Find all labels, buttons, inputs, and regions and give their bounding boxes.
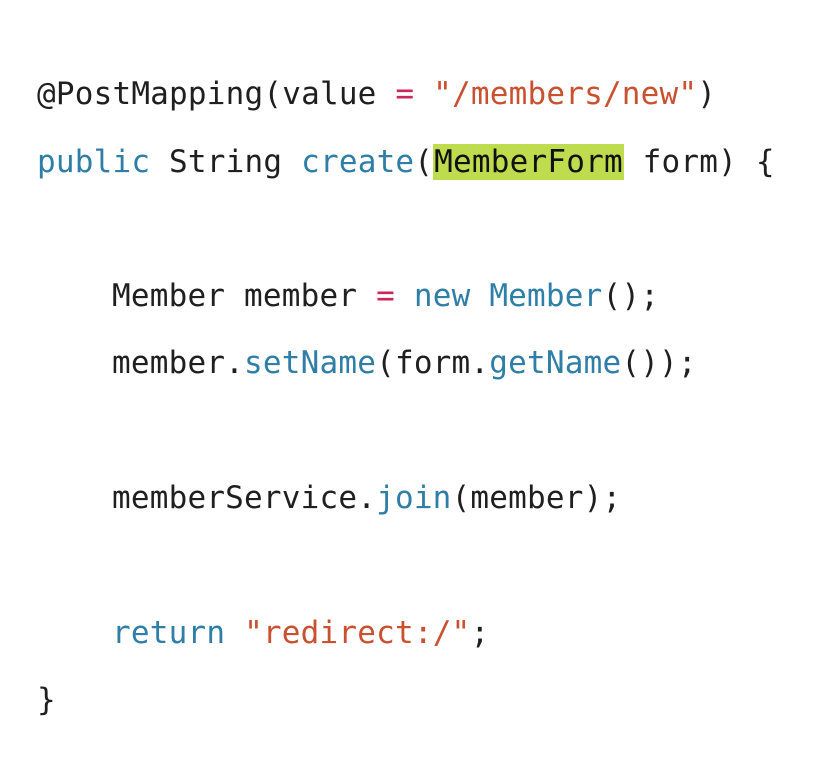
keyword-return: return <box>112 615 226 651</box>
annotation-postmapping: @PostMapping(value <box>37 76 396 112</box>
return-type-string: String <box>150 144 302 180</box>
method-create: create <box>301 144 415 180</box>
code-line-closing-brace: } <box>37 680 56 720</box>
equals-operator: = <box>395 76 415 112</box>
closing-paren: ) <box>697 76 717 112</box>
method-join: join <box>376 480 452 516</box>
path-string: "/members/new" <box>433 76 698 112</box>
memberservice-object: memberService. <box>112 480 377 516</box>
member-declaration: Member member <box>112 278 377 314</box>
join-args: (member); <box>451 480 622 516</box>
method-setname: setName <box>244 345 377 381</box>
code-line-setname: member.setName(form.getName()); <box>112 343 697 383</box>
constructor-member: Member <box>489 278 603 314</box>
closing-brace: } <box>37 682 56 718</box>
space <box>225 615 244 651</box>
space <box>414 76 433 112</box>
param-form: form) { <box>623 144 775 180</box>
ctor-tail: (); <box>602 278 660 314</box>
semicolon: ; <box>470 615 490 651</box>
keyword-public: public <box>37 144 151 180</box>
code-line-member-decl: Member member = new Member(); <box>112 276 659 316</box>
redirect-string: "redirect:/" <box>244 615 471 651</box>
highlighted-memberform: MemberForm <box>433 144 624 180</box>
code-line-return: return "redirect:/"; <box>112 613 489 653</box>
space <box>395 278 414 314</box>
keyword-new: new <box>413 278 471 314</box>
space <box>470 278 489 314</box>
equals-operator: = <box>376 278 395 314</box>
call-tail: ()); <box>621 345 697 381</box>
code-line-post-mapping: @PostMapping(value = "/members/new") <box>37 74 716 114</box>
code-line-join: memberService.join(member); <box>112 478 621 518</box>
method-getname: getName <box>489 345 622 381</box>
member-object: member. <box>112 345 245 381</box>
code-line-method-signature: public String create(MemberForm form) { <box>37 142 775 182</box>
form-object: (form. <box>376 345 490 381</box>
open-paren: ( <box>414 144 434 180</box>
